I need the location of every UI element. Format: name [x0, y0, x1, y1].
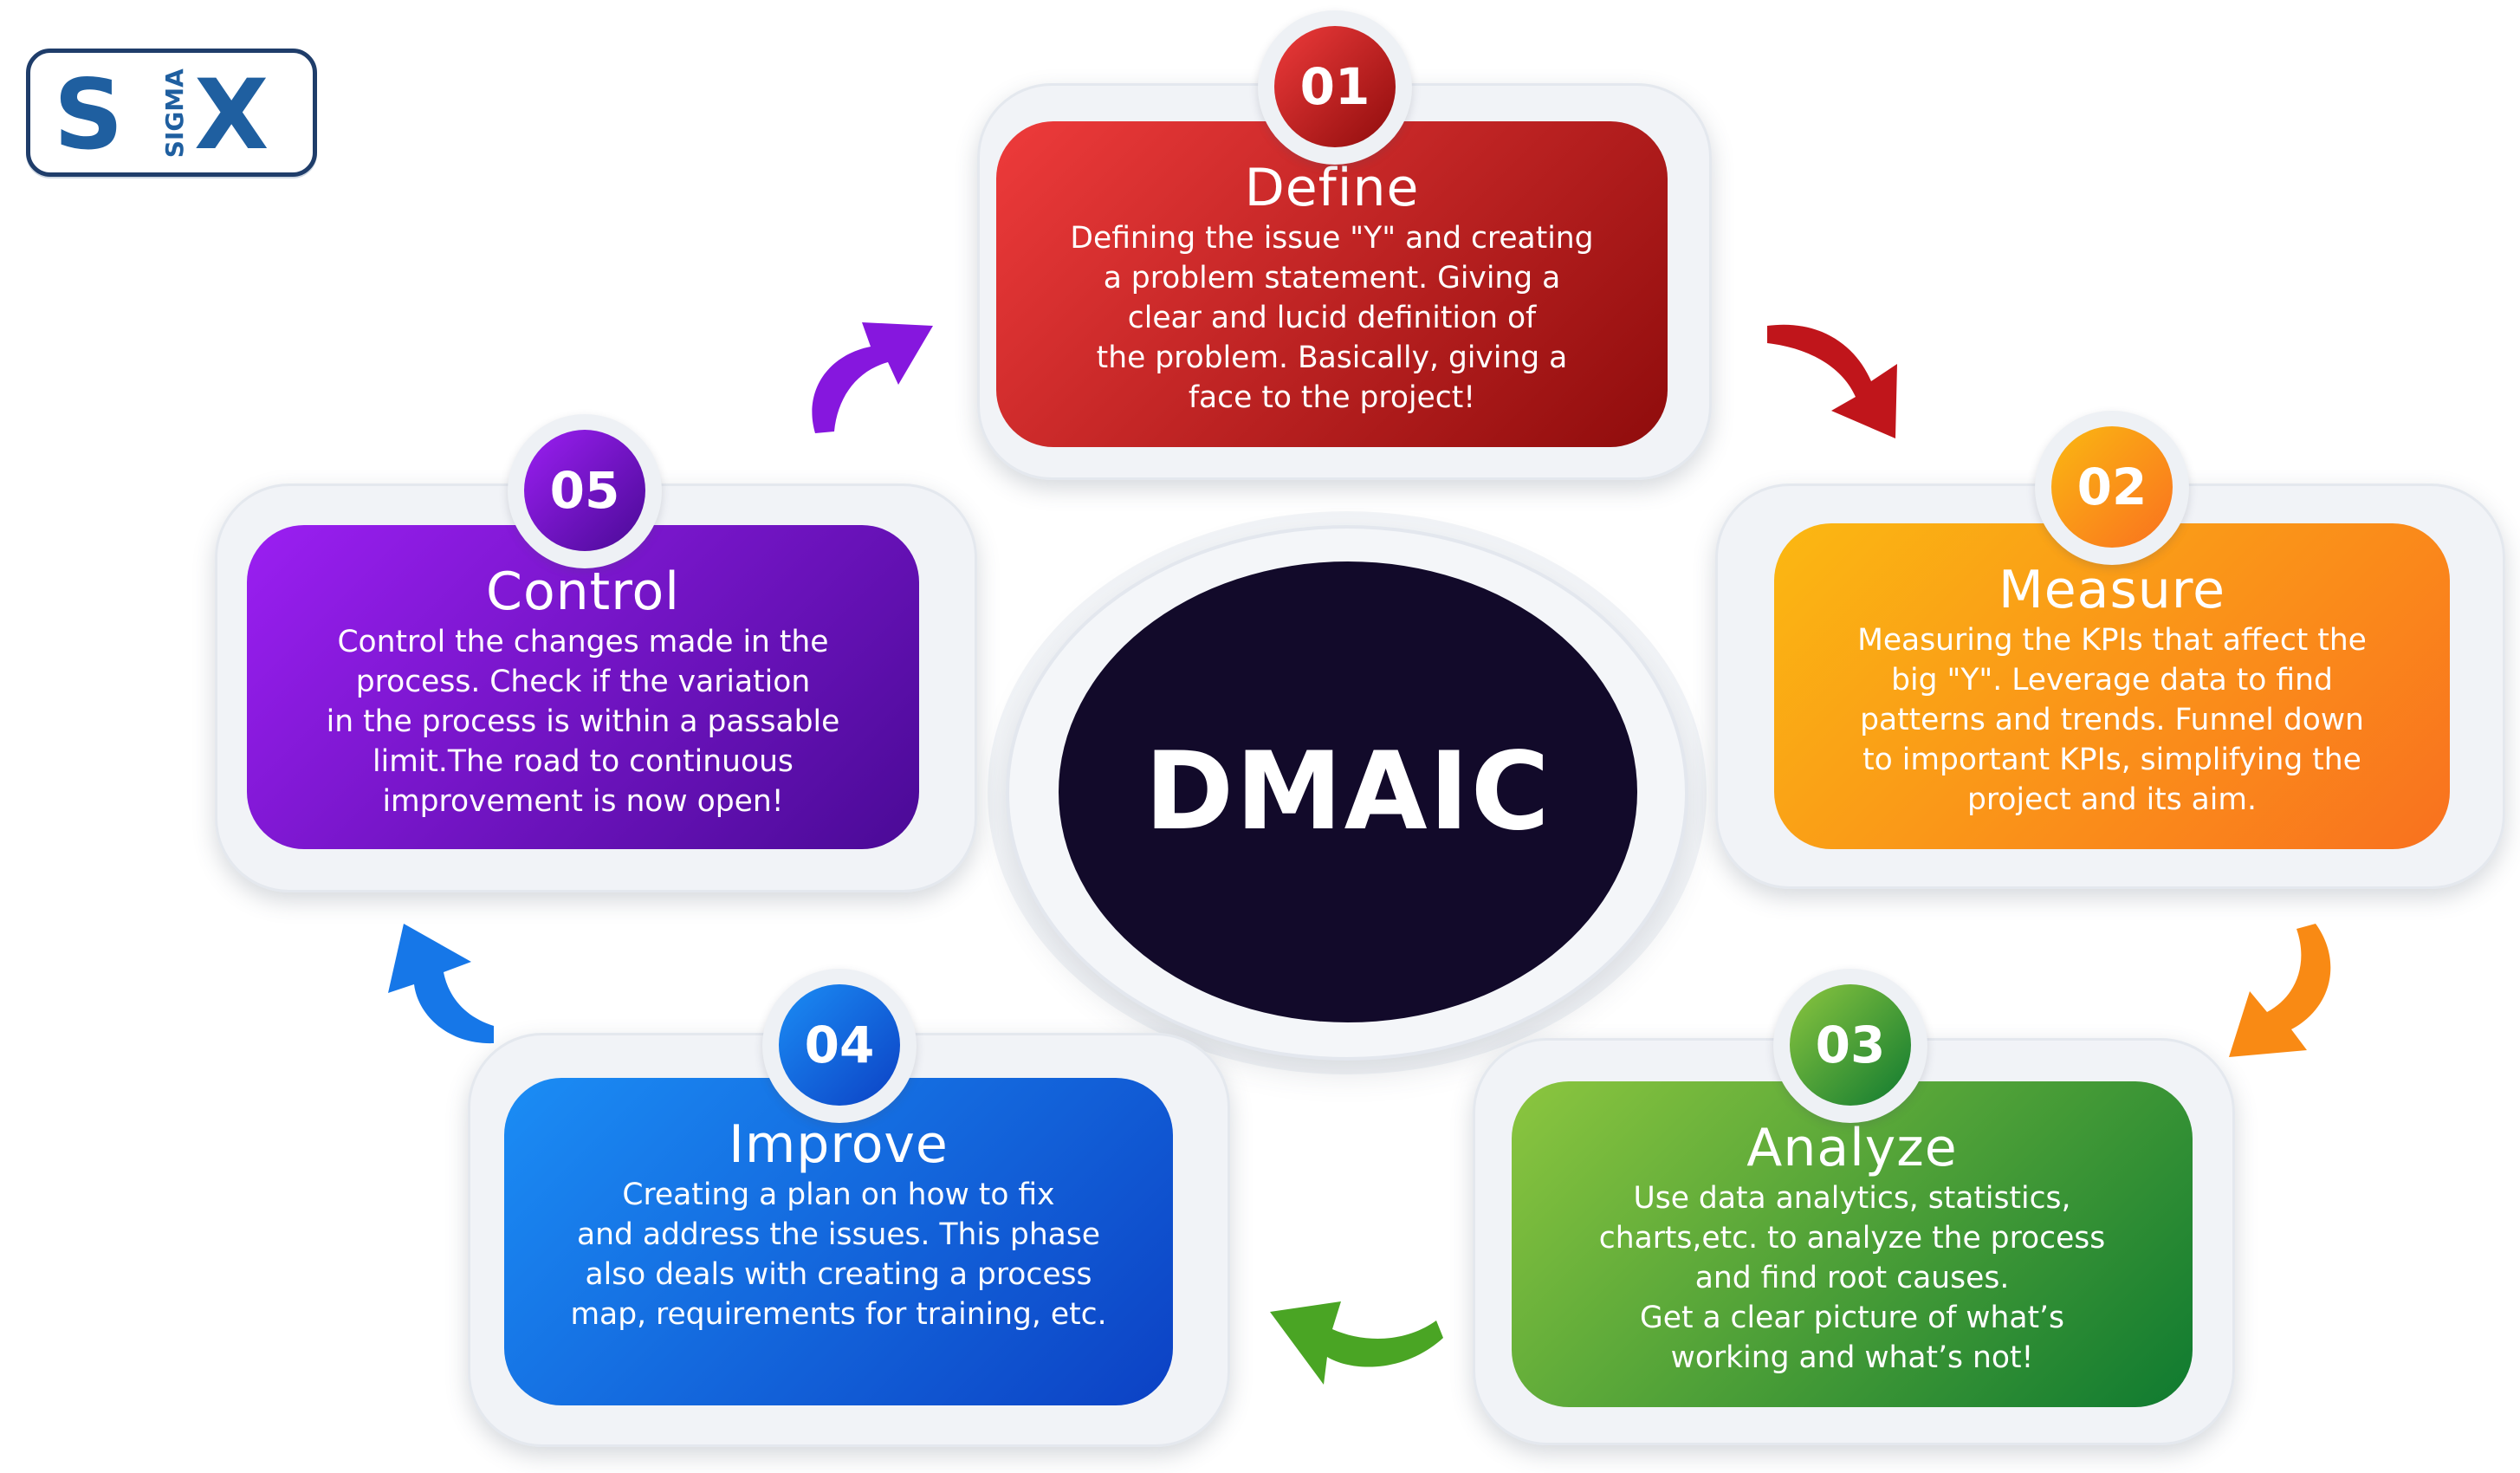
step-number-badge: 04 — [779, 984, 900, 1106]
step-title: Measure — [1999, 560, 2225, 620]
arrow-analyze-to-improve — [1270, 1301, 1443, 1385]
step-description: Control the changes made in the process.… — [326, 625, 840, 819]
step-card-define: Define Defining the issue "Y" and creati… — [996, 121, 1668, 447]
step-description: Defining the issue "Y" and creating a pr… — [1070, 221, 1594, 415]
logo-mark: S SIGMA X — [54, 59, 269, 172]
step-card-improve: Improve Creating a plan on how to fix an… — [504, 1078, 1173, 1405]
center-circle: DMAIC — [1059, 561, 1637, 1022]
arrow-define-to-measure — [1767, 324, 1897, 438]
arrow-measure-to-analyze — [2229, 924, 2331, 1057]
step-title: Improve — [729, 1114, 949, 1175]
center-title: DMAIC — [1144, 730, 1552, 854]
step-number-badge: 05 — [524, 430, 645, 551]
step-title: Define — [1244, 158, 1420, 218]
logo-letter-s: S — [54, 59, 124, 172]
arrow-improve-to-control — [388, 924, 494, 1044]
logo-letter-x: X — [194, 59, 269, 172]
step-description: Creating a plan on how to fix and addres… — [570, 1178, 1107, 1332]
step-title: Analyze — [1746, 1118, 1958, 1178]
step-description: Measuring the KPIs that affect the big "… — [1857, 623, 2367, 817]
step-card-measure: Measure Measuring the KPIs that affect t… — [1774, 523, 2450, 849]
step-number-badge: 02 — [2051, 426, 2173, 548]
step-description: Use data analytics, statistics, charts,e… — [1598, 1181, 2106, 1375]
step-title: Control — [486, 561, 680, 622]
step-number-badge: 03 — [1790, 984, 1911, 1106]
arrow-control-to-define — [812, 322, 933, 433]
six-sigma-logo: S SIGMA X — [26, 49, 317, 177]
step-number-badge: 01 — [1274, 26, 1396, 147]
step-card-control: Control Control the changes made in the … — [247, 525, 919, 849]
step-card-analyze: Analyze Use data analytics, statistics, … — [1512, 1081, 2193, 1407]
logo-vertical-sigma: SIGMA — [160, 68, 189, 158]
